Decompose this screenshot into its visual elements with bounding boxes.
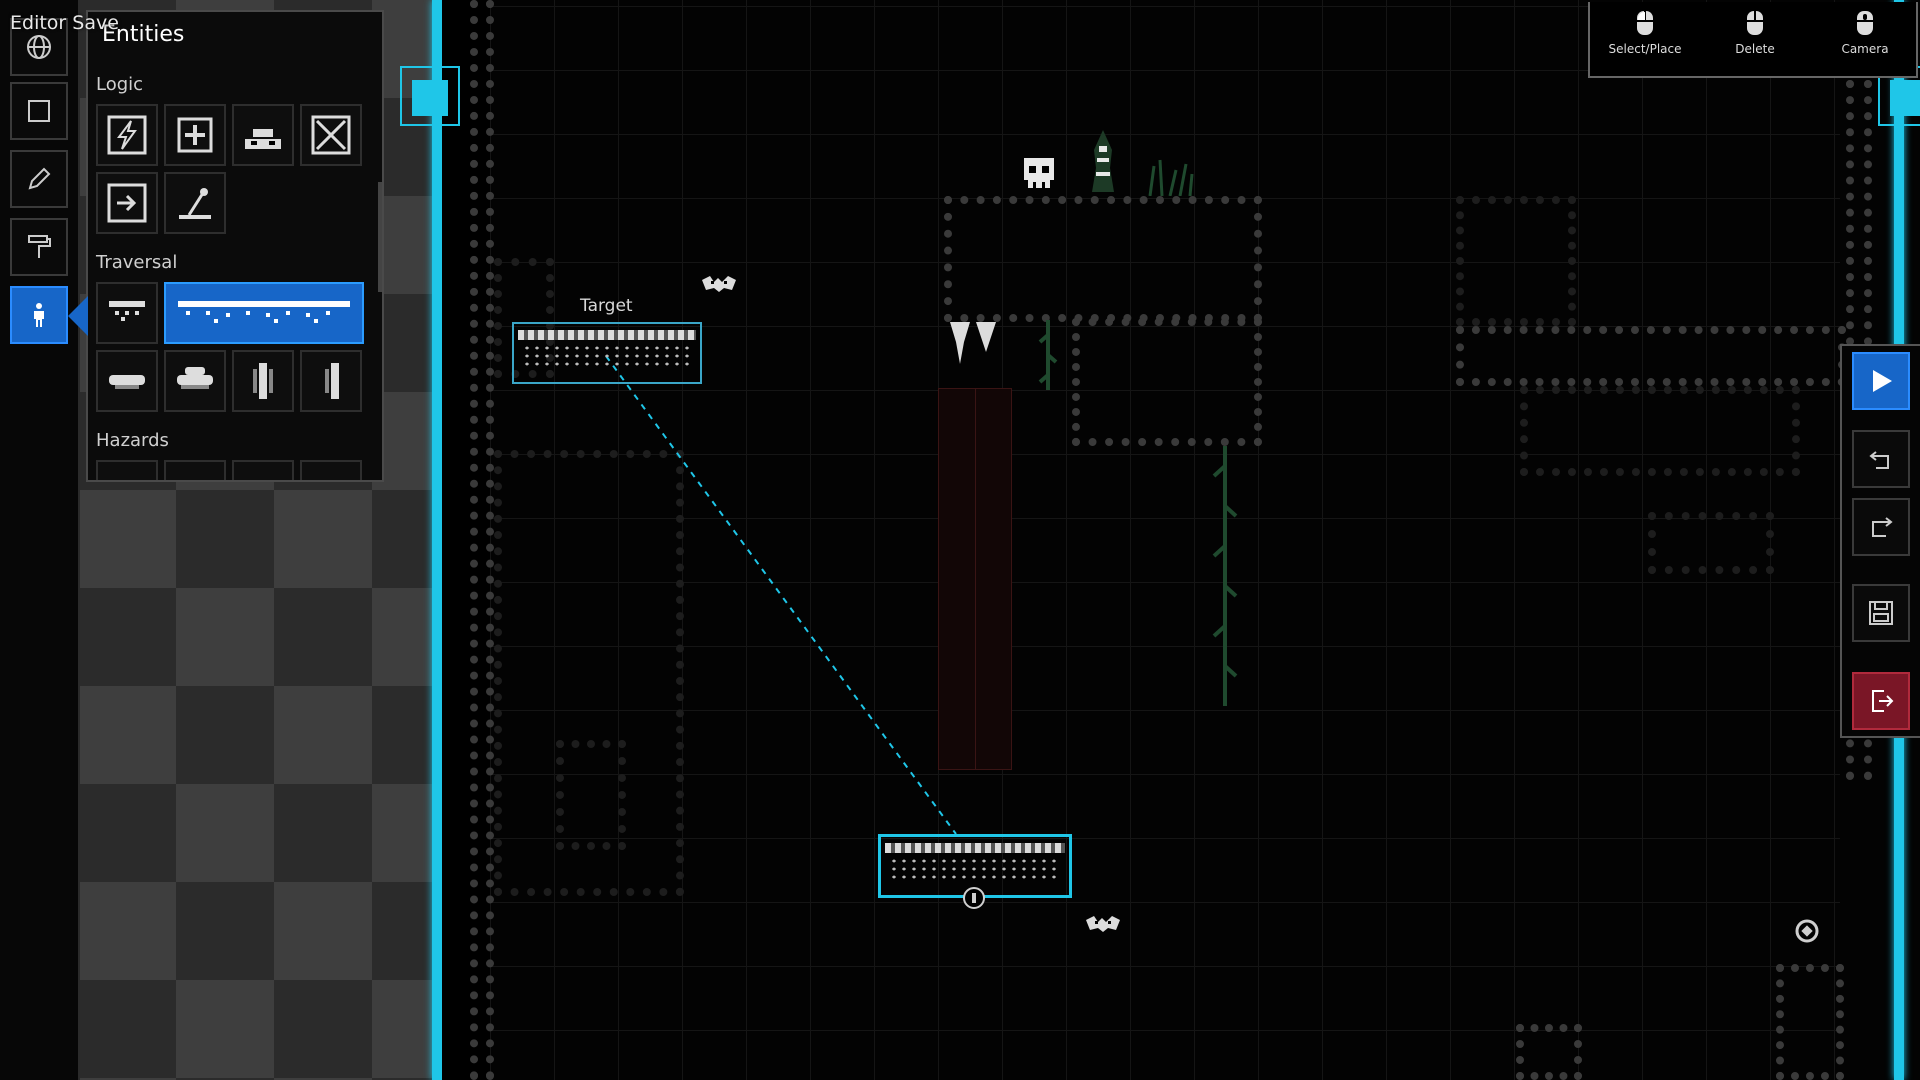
person-icon	[34, 303, 44, 327]
capsule-platform-icon	[177, 367, 213, 389]
entity-counter[interactable]	[164, 104, 226, 166]
entity-trigger[interactable]	[96, 104, 158, 166]
hint-camera-label: Camera	[1841, 42, 1889, 56]
pressure-plate-icon	[245, 129, 281, 149]
plus-box-icon	[177, 117, 213, 153]
entity-capsule-platform[interactable]	[164, 350, 226, 412]
category-logic: Logic	[96, 74, 144, 95]
play-button[interactable]	[1852, 352, 1910, 410]
flat-platform-icon	[109, 375, 145, 389]
spawn-point-icon[interactable]	[1794, 918, 1820, 944]
entity-hazard-slot[interactable]	[300, 460, 362, 480]
entities-panel: Entities Logic Traversal Hazards	[86, 10, 384, 482]
entity-vertical-half-platform[interactable]	[300, 350, 362, 412]
exit-button[interactable]	[1852, 672, 1910, 730]
category-hazards: Hazards	[96, 430, 169, 451]
npc-character-icon[interactable]	[1086, 128, 1120, 194]
room-door-marker-left[interactable]	[400, 66, 460, 126]
room-boundary-left	[432, 0, 442, 1080]
category-traversal: Traversal	[96, 252, 178, 273]
bat-enemy-icon[interactable]	[1086, 916, 1120, 934]
entity-lever[interactable]	[164, 172, 226, 234]
mouse-right-icon	[1747, 11, 1763, 35]
entity-hazard-slot[interactable]	[164, 460, 226, 480]
hint-select-place-label: Select/Place	[1608, 42, 1682, 56]
entity-flat-platform[interactable]	[96, 350, 158, 412]
entity-vertical-platform[interactable]	[232, 350, 294, 412]
controls-hint: Select/Place Delete Camera	[1588, 2, 1918, 78]
entity-wide-platform[interactable]	[164, 282, 364, 344]
mouse-left-icon	[1637, 11, 1653, 35]
undo-icon	[1869, 451, 1889, 469]
background-rock	[1648, 512, 1774, 574]
hazard-zone[interactable]	[938, 388, 1012, 770]
action-bar	[1840, 344, 1920, 738]
editor-save-label: Editor Save	[10, 12, 119, 34]
save-button[interactable]	[1852, 584, 1910, 642]
bottom-rock	[1516, 1024, 1582, 1080]
skull-enemy-icon[interactable]	[1018, 152, 1060, 194]
lightning-icon	[107, 115, 147, 155]
background-rock	[1520, 386, 1800, 476]
crossed-box-icon	[311, 115, 351, 155]
background-rock	[494, 258, 554, 378]
exit-icon	[1872, 690, 1894, 712]
entity-hazard-slot[interactable]	[96, 460, 158, 480]
panel-title: Entities	[102, 22, 185, 47]
tool-pencil[interactable]	[10, 150, 68, 208]
redo-button[interactable]	[1852, 498, 1910, 556]
square-icon	[28, 100, 50, 122]
entity-hazard-slot[interactable]	[232, 460, 294, 480]
bottom-right-rock	[1776, 964, 1844, 1080]
vine-icon	[1212, 446, 1238, 706]
wide-platform-icon	[178, 301, 350, 323]
boundary-gap	[442, 0, 490, 1080]
globe-icon	[27, 35, 51, 59]
editor-toolbar	[0, 0, 80, 1080]
tool-entities[interactable]	[10, 286, 68, 344]
undo-button[interactable]	[1852, 430, 1910, 488]
lower-rock-block	[1072, 318, 1262, 446]
mouse-middle-icon	[1857, 11, 1873, 35]
small-platform-icon	[109, 301, 145, 321]
room-door-marker-right[interactable]	[1878, 66, 1920, 126]
pencil-icon	[28, 167, 51, 190]
entity-blocker[interactable]	[300, 104, 362, 166]
background-rock	[494, 450, 684, 896]
hint-select-place: Select/Place	[1590, 10, 1700, 56]
entity-pressure-plate[interactable]	[232, 104, 294, 166]
arrow-box-icon	[107, 183, 147, 223]
grass-icon	[1148, 159, 1194, 196]
vertical-platform-icon	[253, 363, 273, 399]
paint-roller-icon	[28, 235, 51, 258]
background-rock	[1456, 196, 1576, 326]
platform-info-icon[interactable]	[962, 886, 986, 910]
vine-icon	[1038, 320, 1058, 390]
background-rock	[556, 740, 626, 850]
tool-room[interactable]	[10, 82, 68, 140]
entity-teleporter[interactable]	[96, 172, 158, 234]
bat-enemy-icon[interactable]	[702, 276, 736, 294]
entity-small-platform[interactable]	[96, 282, 158, 344]
left-wall	[470, 0, 494, 1080]
hint-delete: Delete	[1700, 10, 1810, 56]
level-grid[interactable]	[490, 0, 1840, 1080]
stalactite-hazard-icon[interactable]	[948, 322, 1000, 366]
tool-world[interactable]	[10, 18, 68, 76]
target-platform[interactable]	[512, 322, 702, 384]
play-icon	[1873, 370, 1892, 392]
tool-paint[interactable]	[10, 218, 68, 276]
redo-icon	[1872, 517, 1893, 537]
lever-icon	[179, 188, 211, 219]
hint-delete-label: Delete	[1735, 42, 1775, 56]
save-icon	[1869, 601, 1893, 625]
hint-camera: Camera	[1810, 10, 1920, 56]
vertical-half-platform-icon	[325, 363, 339, 399]
panel-pointer	[68, 296, 88, 336]
panel-scrollbar[interactable]	[378, 182, 382, 292]
target-label: Target	[580, 296, 633, 316]
